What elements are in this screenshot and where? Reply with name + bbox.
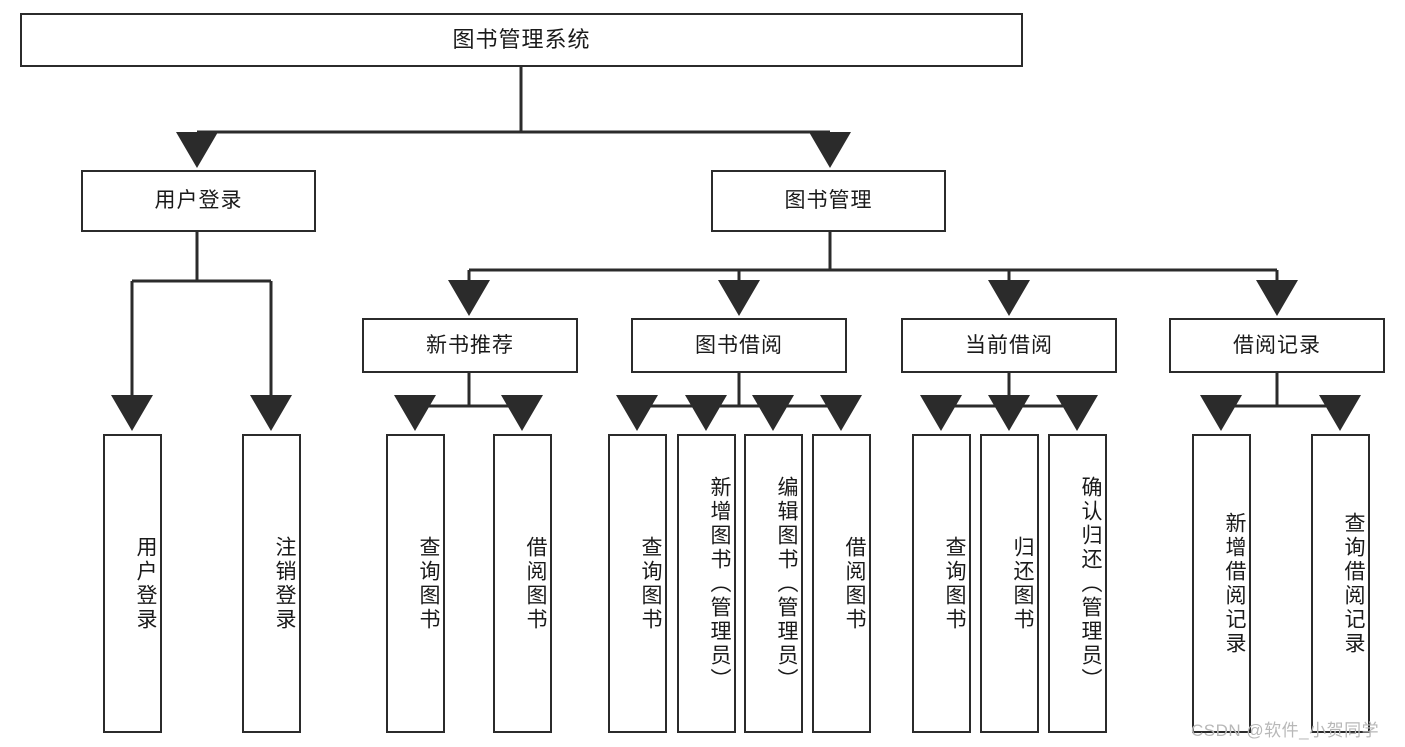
leaf-return-book[interactable]: 归还图书 <box>980 434 1039 733</box>
node-label: 注销登录 <box>273 535 296 632</box>
node-label: 借阅记录 <box>1233 333 1321 357</box>
node-label: 查询图书 <box>943 535 966 632</box>
node-label: 查询图书 <box>417 535 440 632</box>
node-label: 新增图书（管理员） <box>708 475 731 692</box>
node-label: 借阅图书 <box>843 535 866 632</box>
node-label: 查询图书 <box>639 535 662 632</box>
leaf-user-logout[interactable]: 注销登录 <box>242 434 301 733</box>
node-label: 图书管理系统 <box>452 26 591 52</box>
csdn-watermark: CSDN @软件_小贺同学 <box>1191 721 1380 740</box>
leaf-confirm-return[interactable]: 确认归还（管理员） <box>1048 434 1107 733</box>
node-user-login[interactable]: 用户登录 <box>81 170 316 232</box>
node-label: 当前借阅 <box>965 333 1053 357</box>
node-label: 新增借阅记录 <box>1223 511 1246 656</box>
leaf-user-login[interactable]: 用户登录 <box>103 434 162 733</box>
node-label: 用户登录 <box>154 189 243 213</box>
node-book-manage[interactable]: 图书管理 <box>711 170 946 232</box>
leaf-edit-book[interactable]: 编辑图书（管理员） <box>744 434 803 733</box>
node-label: 编辑图书（管理员） <box>775 475 798 692</box>
node-label: 图书借阅 <box>695 333 783 357</box>
node-label: 确认归还（管理员） <box>1079 475 1102 692</box>
node-label: 查询借阅记录 <box>1342 511 1365 656</box>
leaf-borrow-book-2[interactable]: 借阅图书 <box>812 434 871 733</box>
leaf-query-book-1[interactable]: 查询图书 <box>386 434 445 733</box>
node-label: 归还图书 <box>1011 535 1034 632</box>
node-label: 新书推荐 <box>426 333 514 357</box>
node-borrow-record[interactable]: 借阅记录 <box>1169 318 1385 373</box>
node-new-book-rec[interactable]: 新书推荐 <box>362 318 578 373</box>
node-label: 用户登录 <box>134 535 157 632</box>
leaf-add-record[interactable]: 新增借阅记录 <box>1192 434 1251 733</box>
leaf-query-book-2[interactable]: 查询图书 <box>608 434 667 733</box>
node-label: 借阅图书 <box>524 535 547 632</box>
node-book-borrow[interactable]: 图书借阅 <box>631 318 847 373</box>
leaf-query-book-3[interactable]: 查询图书 <box>912 434 971 733</box>
leaf-add-book[interactable]: 新增图书（管理员） <box>677 434 736 733</box>
node-current-borrow[interactable]: 当前借阅 <box>901 318 1117 373</box>
node-label: 图书管理 <box>784 189 873 213</box>
leaf-borrow-book-1[interactable]: 借阅图书 <box>493 434 552 733</box>
node-root-system[interactable]: 图书管理系统 <box>20 13 1023 67</box>
leaf-query-record[interactable]: 查询借阅记录 <box>1311 434 1370 733</box>
